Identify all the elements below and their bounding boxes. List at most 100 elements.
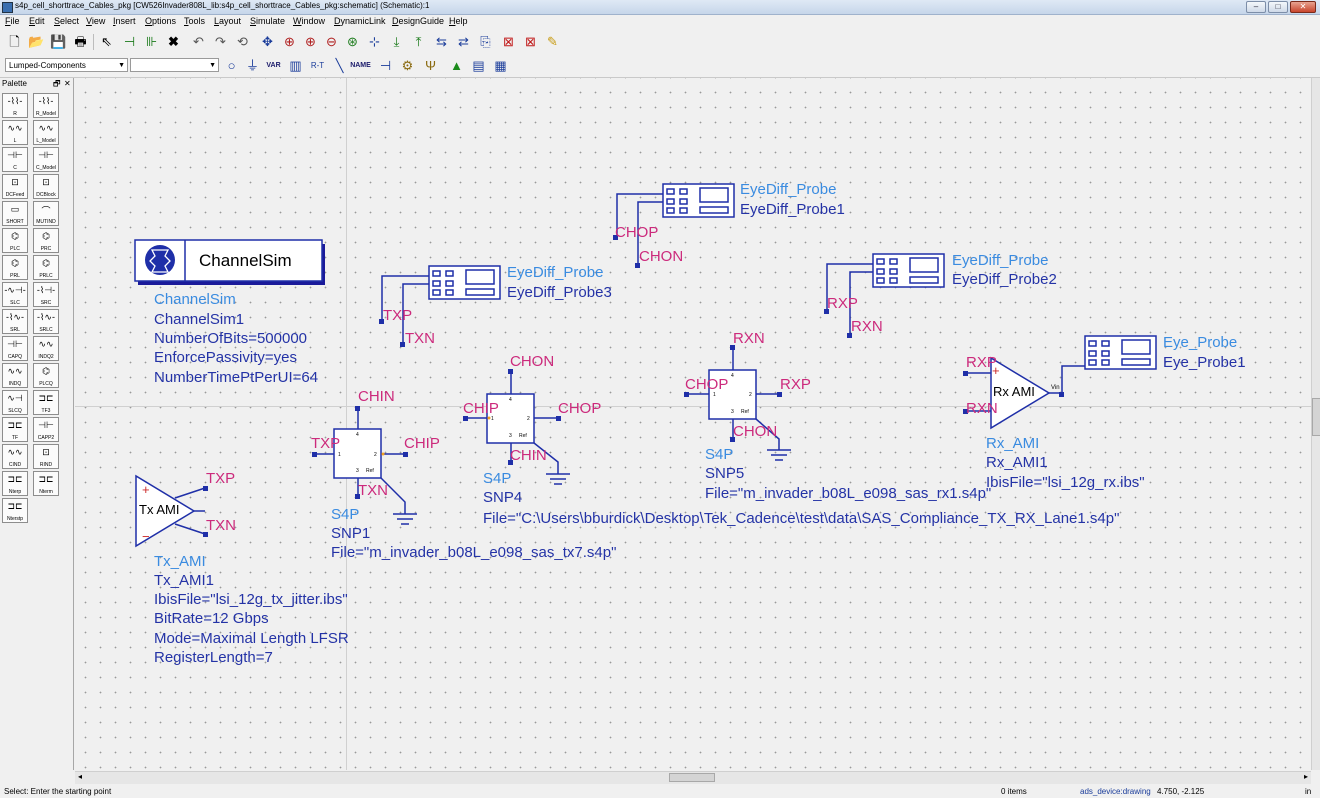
- scroll-left-icon[interactable]: ◂: [78, 772, 83, 781]
- deactivate-icon[interactable]: ⊠: [503, 34, 514, 49]
- palette-item-srlc[interactable]: -⌇∿-SRLC: [33, 309, 59, 334]
- palette-item-prlc[interactable]: ⌬PRLC: [33, 255, 59, 280]
- zoom-in-icon[interactable]: ⊕: [305, 34, 316, 49]
- undo-icon[interactable]: ↶: [193, 34, 204, 49]
- redo-icon[interactable]: ↷: [215, 34, 226, 49]
- palette-item-r[interactable]: -⌇⌇-R: [2, 93, 28, 118]
- move-component-icon[interactable]: ⊣: [123, 34, 136, 49]
- ground-icon[interactable]: ⏚: [245, 58, 259, 73]
- zoom-out-icon[interactable]: ⊖: [326, 34, 337, 49]
- title-bar: s4p_cell_shorttrace_Cables_pkg [CW526Inv…: [0, 0, 1320, 15]
- tuning-wand-icon[interactable]: ✎: [547, 34, 558, 49]
- move-wire-icon[interactable]: ⊪: [145, 34, 158, 49]
- menu-select[interactable]: Select: [54, 16, 80, 26]
- short-component-icon[interactable]: ⊠: [525, 34, 536, 49]
- palette-item-nterm[interactable]: ⊐⊏Nterm: [33, 471, 59, 496]
- data-display-icon[interactable]: ▤: [472, 58, 485, 73]
- save-icon[interactable]: 💾: [50, 34, 67, 49]
- display-template-icon[interactable]: ▥: [289, 58, 302, 73]
- palette-item-srl[interactable]: -⌇∿-SRL: [2, 309, 28, 334]
- horizontal-scroll-thumb[interactable]: [669, 773, 715, 782]
- pop-out-hierarchy-icon[interactable]: ⤒: [415, 34, 422, 49]
- zoom-point-icon[interactable]: ⊹: [369, 34, 380, 49]
- simulate-gear-icon[interactable]: ⚙: [401, 58, 414, 73]
- palette-item-cind[interactable]: ∿∿CIND: [2, 444, 28, 469]
- palette-item-slcq[interactable]: ∿⊣SLCQ: [2, 390, 28, 415]
- pin-label-txp: TXP: [383, 307, 413, 324]
- scroll-right-icon[interactable]: ▸: [1303, 772, 1308, 781]
- zoom-area-icon[interactable]: ⊕: [284, 34, 295, 49]
- palette-item-l_model[interactable]: ∿∿L_Model: [33, 120, 59, 145]
- palette-item-mutind[interactable]: ⌒MUTIND: [33, 201, 59, 226]
- palette-item-tf3[interactable]: ⊐⊏TF3: [33, 390, 59, 415]
- palette-item-slc[interactable]: -∿⊣-SLC: [2, 282, 28, 307]
- palette-item-c_model[interactable]: ⊣⊢C_Model: [33, 147, 59, 172]
- palette-item-tf[interactable]: ⊐⊏TF: [2, 417, 28, 442]
- print-icon[interactable]: 🖶: [74, 34, 87, 49]
- generate-symbol-icon[interactable]: ⇆: [436, 34, 447, 49]
- palette-item-prl[interactable]: ⌬PRL: [2, 255, 28, 280]
- pan-icon[interactable]: ✥: [262, 34, 273, 49]
- up-arrow-icon[interactable]: ▲: [450, 58, 463, 73]
- name-label-icon[interactable]: NAME: [350, 62, 371, 69]
- palette-item-dcfeed[interactable]: ⊡DCFeed: [2, 174, 28, 199]
- menu-layout[interactable]: Layout: [214, 16, 242, 26]
- palette-item-r_model[interactable]: -⌇⌇-R_Model: [33, 93, 59, 118]
- select-arrow-icon[interactable]: ⇖: [101, 34, 112, 49]
- zoom-fit-icon[interactable]: ⊛: [347, 34, 358, 49]
- vertical-scroll-thumb[interactable]: [1312, 398, 1320, 436]
- component-symbol-icon: ⊐⊏: [7, 474, 23, 484]
- horizontal-scrollbar[interactable]: ◂ ▸: [75, 771, 1311, 784]
- palette-item-dcblock[interactable]: ⊡DCBlock: [33, 174, 59, 199]
- palette-item-capq[interactable]: ⊣⊢CAPQ: [2, 336, 28, 361]
- palette-item-plcq[interactable]: ⌬PLCQ: [33, 363, 59, 388]
- menu-window[interactable]: Window: [293, 16, 326, 26]
- palette-item-capp2[interactable]: ⊣⊢CAPP2: [33, 417, 59, 442]
- menu-designguide[interactable]: DesignGuide: [392, 16, 445, 26]
- palette-item-nterp[interactable]: ⊐⊏Nterp: [2, 471, 28, 496]
- rotate-icon[interactable]: ⟲: [237, 34, 248, 49]
- library-select[interactable]: Lumped-Components ▼: [5, 58, 128, 72]
- palette-item-prc[interactable]: ⌬PRC: [33, 228, 59, 253]
- pin-icon[interactable]: ⊣: [379, 58, 392, 73]
- menu-file[interactable]: File: [5, 16, 20, 26]
- palette-item-short[interactable]: ▭SHORT: [2, 201, 28, 226]
- component-select[interactable]: ▼: [130, 58, 219, 72]
- close-icon[interactable]: ✕: [64, 79, 71, 88]
- menu-view[interactable]: View: [86, 16, 106, 26]
- palette-item-rind[interactable]: ⊡RIND: [33, 444, 59, 469]
- minimize-button[interactable]: –: [1246, 1, 1266, 13]
- port-icon[interactable]: ○: [227, 58, 236, 73]
- close-button[interactable]: ✕: [1290, 1, 1316, 13]
- vertical-scrollbar[interactable]: [1311, 78, 1320, 770]
- tune-icon[interactable]: Ψ: [425, 58, 436, 73]
- menu-edit[interactable]: Edit: [29, 16, 45, 26]
- menu-options[interactable]: Options: [145, 16, 177, 26]
- palette-item-plc[interactable]: ⌬PLC: [2, 228, 28, 253]
- menu-insert[interactable]: Insert: [113, 16, 136, 26]
- delete-icon[interactable]: ✖: [168, 34, 179, 49]
- simulation-log-icon[interactable]: ▦: [494, 58, 507, 73]
- palette-item-nterstp[interactable]: ⊐⊏Nterstp: [2, 498, 28, 523]
- netlist-icon[interactable]: ⎘: [480, 34, 491, 49]
- pin-icon[interactable]: 🗗: [53, 79, 61, 88]
- insert-wire-icon[interactable]: ╲: [335, 58, 344, 73]
- palette-item-label: INDQ: [8, 381, 22, 387]
- push-into-hierarchy-icon[interactable]: ⤓: [393, 34, 400, 49]
- new-file-icon[interactable]: 🗋: [9, 34, 20, 49]
- update-layout-icon[interactable]: ⇄: [458, 34, 469, 49]
- rtf-icon[interactable]: R-T: [310, 61, 325, 70]
- menu-tools[interactable]: Tools: [184, 16, 206, 26]
- maximize-button[interactable]: □: [1268, 1, 1288, 13]
- palette-item-src[interactable]: -⌇⊣-SRC: [33, 282, 59, 307]
- palette-item-indq2[interactable]: ∿∿INDQ2: [33, 336, 59, 361]
- palette-item-c[interactable]: ⊣⊢C: [2, 147, 28, 172]
- menu-simulate[interactable]: Simulate: [250, 16, 286, 26]
- palette-item-l[interactable]: ∿∿L: [2, 120, 28, 145]
- menu-help[interactable]: Help: [449, 16, 468, 26]
- open-folder-icon[interactable]: 📂: [28, 34, 45, 49]
- menu-dynamiclink[interactable]: DynamicLink: [334, 16, 386, 26]
- palette-item-indq[interactable]: ∿∿INDQ: [2, 363, 28, 388]
- var-equation-icon[interactable]: VAR: [266, 62, 281, 69]
